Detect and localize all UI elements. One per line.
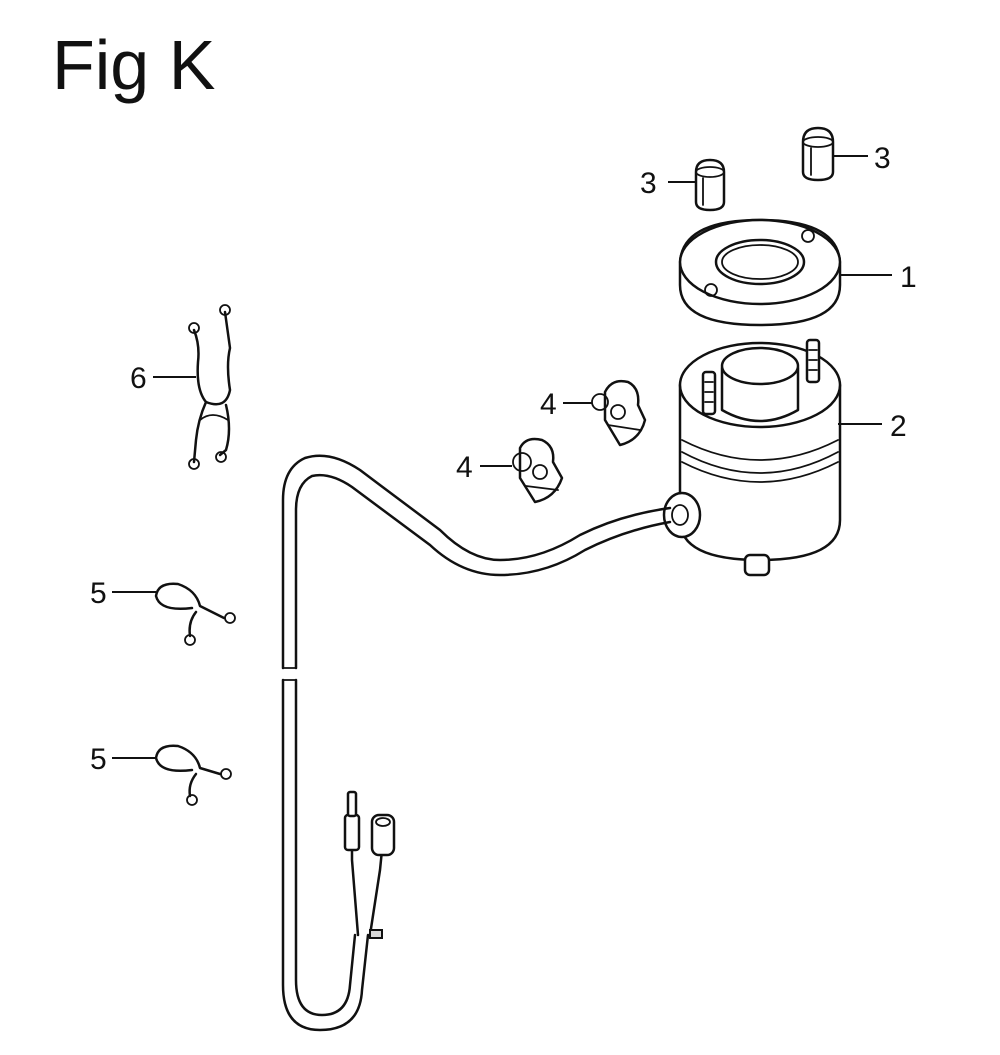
callout-2: 2 [890, 410, 907, 443]
callout-6: 6 [130, 362, 147, 395]
cap-part-3-right [801, 126, 835, 182]
figure-title: Fig K [52, 26, 216, 104]
cable [281, 454, 672, 1032]
callout-3-left: 3 [640, 167, 657, 200]
callout-5-upper: 5 [90, 577, 107, 610]
wire-clip-part-5-upper [154, 582, 236, 646]
callout-3-right: 3 [874, 142, 891, 175]
callout-4-lower: 4 [456, 451, 473, 484]
callout-4-upper: 4 [540, 388, 557, 421]
mounting-plate-part-1 [678, 218, 842, 327]
callout-5-lower: 5 [90, 743, 107, 776]
callout-1: 1 [900, 261, 917, 294]
clamp-part-4-lower [512, 437, 564, 504]
housing-part-2 [662, 338, 842, 577]
clamp-part-4-upper [591, 379, 647, 447]
wire-clip-part-5-lower [154, 744, 232, 806]
wire-clip-part-6 [188, 304, 232, 470]
cap-part-3-left [694, 158, 726, 212]
